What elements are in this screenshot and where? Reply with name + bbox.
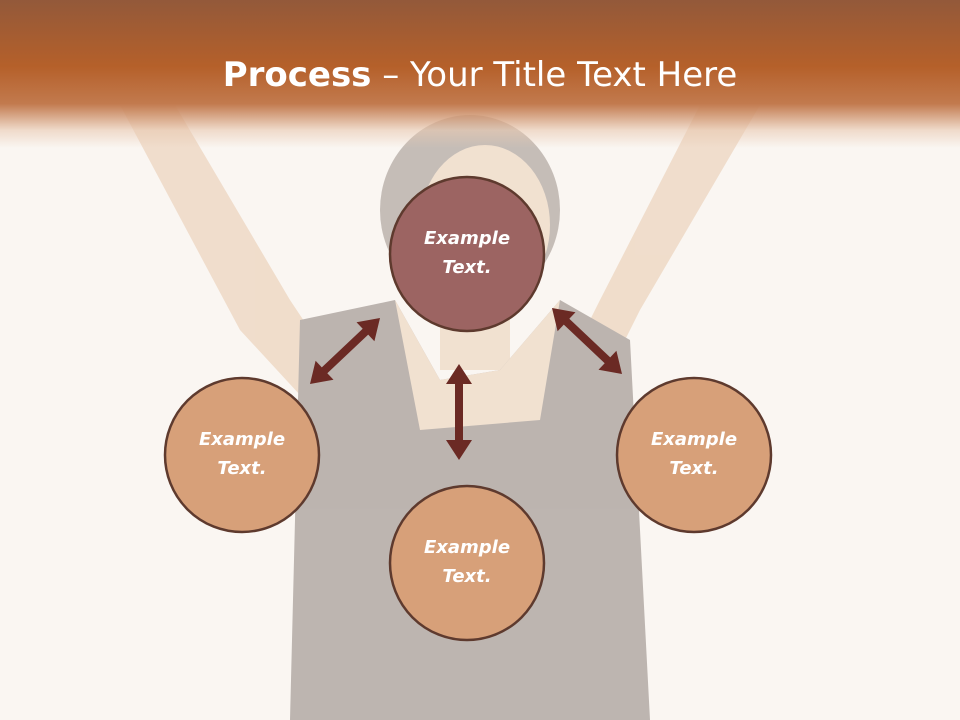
node-label-line2: Text.: [217, 458, 267, 479]
arrow-top-bottom: [446, 364, 472, 460]
right-arm: [580, 105, 760, 370]
arrow-top-left: [310, 318, 380, 384]
arrow-top-right: [552, 308, 622, 374]
node-label-line1: Example: [423, 228, 511, 249]
node-label-line1: Example: [198, 429, 286, 450]
node-label-line1: Example: [423, 537, 511, 558]
node-circle-top: [388, 175, 546, 333]
title-banner: [0, 0, 960, 148]
title-rest: – Your Title Text Here: [371, 55, 738, 95]
node-circle-bottom: [388, 484, 546, 642]
left-arm: [120, 105, 330, 395]
node-label-line2: Text.: [442, 566, 492, 587]
node-label-line1: Example: [650, 429, 738, 450]
slide-title: Process – Your Title Text Here: [0, 52, 960, 98]
node-circle-left: [163, 376, 321, 534]
node-label-line2: Text.: [669, 458, 719, 479]
node-circle-right: [615, 376, 773, 534]
node-label-line2: Text.: [442, 257, 492, 278]
neckline: [395, 300, 560, 430]
title-bold: Process: [222, 55, 372, 95]
